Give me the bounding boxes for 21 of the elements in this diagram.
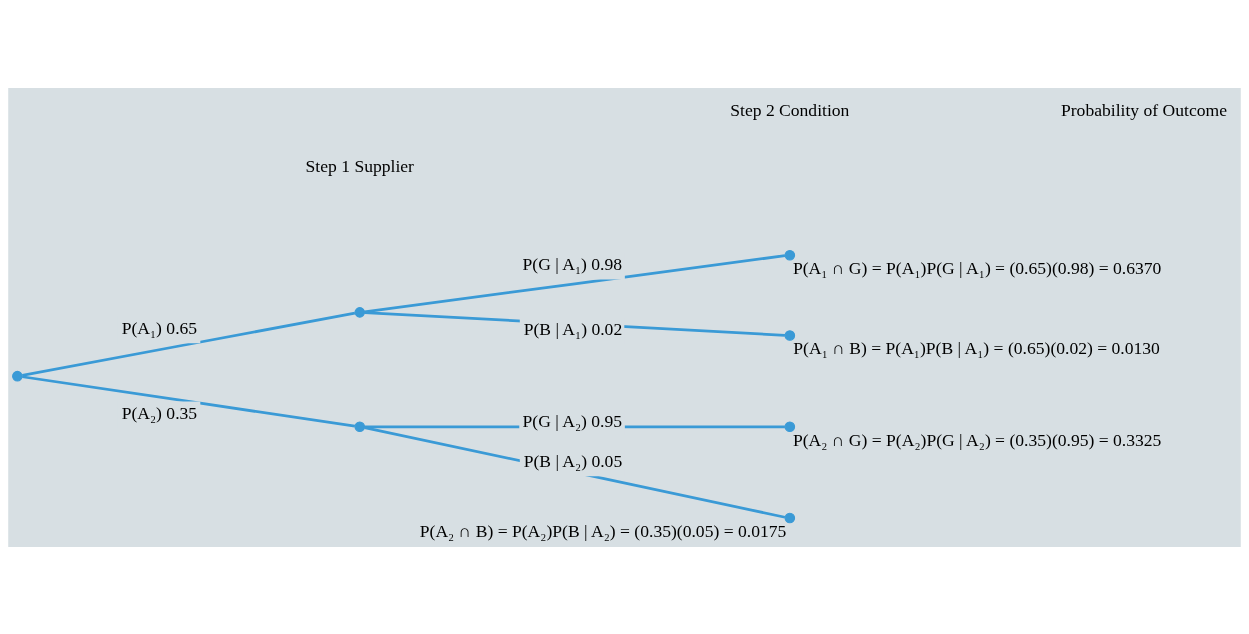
- node-circle: [784, 512, 796, 523]
- label: Step 2 Condition: [730, 99, 850, 120]
- edge-label: P(G | A₂) 0.95: [522, 410, 623, 431]
- label: Probability of Outcome: [1060, 99, 1227, 120]
- node-label: P(A₂ ∩ G) = P(A₂)P(G | A₂) = (0.35)(0.95) = 0.3325: [792, 429, 1162, 450]
- node-circle: [784, 329, 796, 341]
- edge-label: P(A₁) 0.65: [121, 317, 198, 338]
- edge-label: P(B | A₁) 0.02: [523, 318, 623, 339]
- node-label: P(A₁ ∩ B) = P(A₁)P(B | A₁) = (0.65)(0.02) = 0.0130: [793, 337, 1160, 358]
- node-circle: [12, 370, 23, 381]
- node-circle: [354, 420, 366, 432]
- node-circle: [354, 306, 366, 318]
- edge-label: P(A₂) 0.35: [121, 402, 198, 423]
- node-label: P(A₂ ∩ B) = P(A₂)P(B | A₂) = (0.35)(0.05) = 0.0175: [419, 520, 787, 541]
- label: Step 1 Supplier: [305, 155, 414, 176]
- edge-label: P(G | A₁) 0.98: [522, 253, 623, 274]
- connector: [22, 311, 356, 377]
- node-label: P(A₁ ∩ G) = P(A₁)P(G | A₁) = (0.65)(0.98) = 0.6370: [792, 257, 1162, 278]
- node-circle: [784, 420, 796, 432]
- node-circle: [784, 249, 796, 260]
- edge-label: P(B | A₂) 0.05: [523, 450, 623, 471]
